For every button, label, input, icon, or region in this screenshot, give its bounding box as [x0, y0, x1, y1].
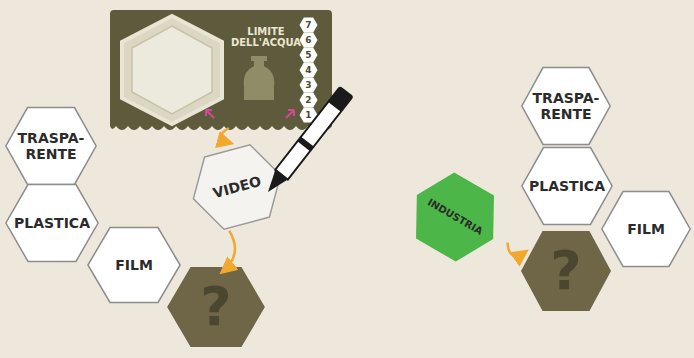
text-holder: 3: [300, 78, 317, 92]
text-holder: 6: [300, 33, 317, 47]
word-hex: PLASTICA: [520, 146, 614, 226]
mystery-hex: ?: [520, 230, 612, 312]
text-holder: PLASTICA: [520, 146, 614, 226]
hex-word: TRASPA- RENTE: [17, 130, 85, 162]
limit-number: 5: [305, 50, 311, 60]
text-holder: 1: [300, 108, 317, 122]
limit-number: 7: [305, 20, 311, 30]
limit-number: 1: [305, 110, 311, 120]
text-holder: 7: [300, 18, 317, 32]
text-holder: ?: [520, 230, 612, 312]
number-hex: 6: [300, 33, 317, 47]
flow-arrow: [222, 231, 235, 272]
number-hex: 4: [300, 63, 317, 77]
flow-arrow: [221, 128, 231, 143]
text-holder: FILM: [86, 226, 182, 304]
word-hex: TRASPA- RENTE: [4, 106, 98, 186]
text-holder: 5: [300, 48, 317, 62]
limit-number: 3: [305, 80, 311, 90]
hex-word: FILM: [115, 257, 153, 273]
card-title: LIMITE DELL'ACQUA: [231, 26, 301, 49]
clue-hex: INDUSTRIA: [397, 161, 514, 274]
text-holder: INDUSTRIA: [397, 161, 514, 274]
number-hex: 2: [300, 93, 317, 107]
limit-number: 4: [305, 65, 311, 75]
number-hex: 1: [300, 108, 317, 122]
card-shape: [110, 10, 332, 134]
limit-number: 2: [305, 95, 311, 105]
text-holder: VIDEO: [182, 137, 293, 237]
flow-arrow: [507, 243, 526, 256]
hex-word: FILM: [627, 221, 665, 237]
word-hex: TRASPA- RENTE: [520, 66, 612, 146]
text-holder: TRASPA- RENTE: [520, 66, 612, 146]
hex-word: PLASTICA: [14, 215, 90, 231]
text-holder: FILM: [600, 190, 692, 268]
hex-word: ?: [550, 240, 581, 302]
word-hex: FILM: [600, 190, 692, 268]
word-hex: FILM: [86, 226, 182, 304]
text-holder: TRASPA- RENTE: [4, 106, 98, 186]
limit-number: 6: [305, 35, 311, 45]
hex-word: ?: [200, 276, 231, 338]
text-holder: PLASTICA: [4, 183, 100, 263]
hex-word: INDUSTRIA: [425, 197, 484, 238]
text-holder: LIMITE DELL'ACQUA: [234, 20, 298, 54]
text-holder: ?: [166, 266, 266, 348]
number-hex: 7: [300, 18, 317, 32]
hex-word: VIDEO: [211, 173, 263, 201]
hex-word: TRASPA- RENTE: [533, 90, 600, 122]
number-hex: 3: [300, 78, 317, 92]
text-holder: 4: [300, 63, 317, 77]
clue-hex: VIDEO: [182, 137, 293, 237]
number-hex: 5: [300, 48, 317, 62]
word-hex: PLASTICA: [4, 183, 100, 263]
text-holder: 2: [300, 93, 317, 107]
mystery-hex: ?: [166, 266, 266, 348]
water-limit-card: LIMITE DELL'ACQUA 7 6 5 4 3 2 1: [110, 10, 332, 134]
hex-word: PLASTICA: [529, 178, 605, 194]
